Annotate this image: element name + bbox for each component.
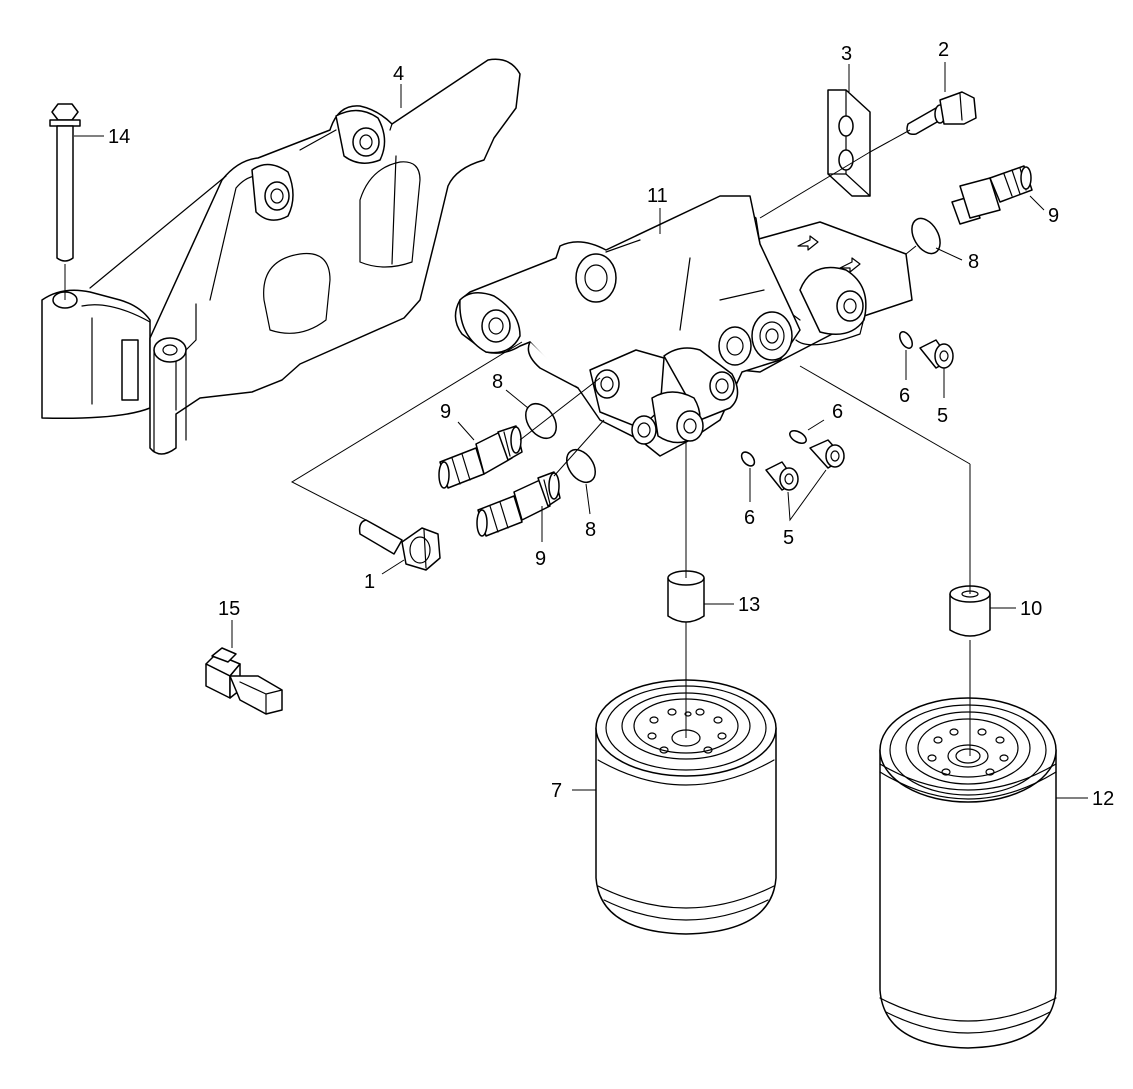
callout-2: 2	[938, 39, 949, 61]
callout-13: 13	[738, 594, 760, 616]
callout-4: 4	[393, 63, 404, 85]
callout-6-right: 6	[899, 385, 910, 407]
part-5-plug-lower	[765, 461, 799, 491]
part-1-flange-bolt	[358, 519, 441, 571]
part-14-long-bolt	[49, 103, 81, 292]
assembly-lines	[290, 151, 971, 756]
callout-leaders	[74, 62, 1088, 799]
callout-8-top: 8	[968, 251, 979, 273]
part-4-mounting-bracket	[41, 58, 521, 455]
callout-10: 10	[1020, 598, 1042, 620]
part-6-o-ring-right	[899, 331, 913, 349]
callout-labels: 4 3 2 14 11 9 8 6 5 8 6 9 6 5 8 9 1 15 1…	[108, 39, 1114, 810]
callout-1: 1	[364, 571, 375, 593]
part-3-spacer-plate	[827, 89, 871, 197]
part-13-thread-adapter	[667, 570, 705, 623]
part-9-union-fitting-right	[951, 165, 1033, 225]
callout-14: 14	[108, 126, 130, 148]
part-8-o-ring-upper-left	[525, 402, 557, 440]
callout-8-upper-left: 8	[492, 371, 503, 393]
callout-6-lower: 6	[744, 507, 755, 529]
callout-12: 12	[1092, 788, 1114, 810]
callout-9-upper-left: 9	[440, 401, 451, 423]
callout-9-lower-left: 9	[535, 548, 546, 570]
callout-8-lower-left: 8	[585, 519, 596, 541]
part-8-o-ring-top	[911, 217, 941, 255]
callout-15: 15	[218, 598, 240, 620]
part-9-union-fitting-upper	[438, 425, 523, 489]
part-5-plug-middle	[809, 439, 845, 469]
part-11-filter-head	[454, 195, 913, 457]
callout-6-middle: 6	[832, 401, 843, 423]
part-9-union-fitting-lower	[476, 471, 561, 537]
callout-11: 11	[647, 185, 668, 207]
part-5-plug-right	[919, 339, 954, 369]
callout-5-right: 5	[937, 405, 948, 427]
part-6-o-ring-middle	[789, 430, 807, 444]
part-2-flange-bolt	[869, 91, 977, 153]
part-8-o-ring-lower-left	[565, 448, 597, 484]
part-6-o-ring-lower	[740, 451, 756, 467]
callout-5-lower: 5	[783, 527, 794, 549]
callout-7: 7	[551, 780, 562, 802]
callout-3: 3	[841, 43, 852, 65]
part-15-electrical-connector	[205, 647, 283, 715]
part-12-fuel-filter	[879, 697, 1057, 1049]
callout-9-right: 9	[1048, 205, 1059, 227]
